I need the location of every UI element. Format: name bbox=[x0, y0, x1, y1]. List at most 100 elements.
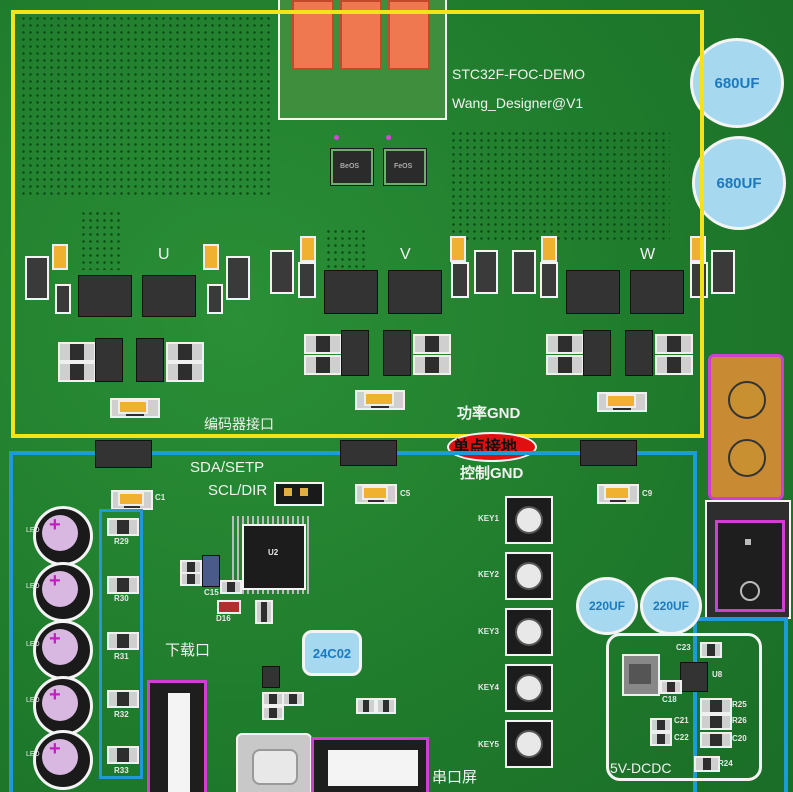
download-port-label: 下载口 bbox=[165, 642, 211, 659]
capacitor bbox=[700, 732, 732, 748]
capacitor bbox=[700, 642, 722, 658]
uart-screen-label: 串口屏 bbox=[432, 769, 478, 786]
control-gnd-label: 控制GND bbox=[460, 465, 524, 482]
resistor bbox=[25, 256, 49, 300]
motor-terminal-block bbox=[278, 0, 447, 120]
status-led: +LED bbox=[26, 506, 93, 566]
board-title: STC32F-FOC-DEMO bbox=[452, 66, 585, 82]
key1-button[interactable] bbox=[505, 496, 553, 544]
u8-designator: U8 bbox=[712, 670, 723, 679]
capacitor bbox=[220, 580, 242, 594]
capacitor bbox=[262, 706, 284, 720]
resistor bbox=[107, 690, 139, 708]
resistor bbox=[282, 692, 304, 706]
key4-button[interactable] bbox=[505, 664, 553, 712]
resistor bbox=[474, 250, 498, 294]
resistor bbox=[107, 518, 139, 536]
r29-designator: R29 bbox=[114, 537, 129, 546]
capacitor bbox=[604, 486, 630, 500]
mosfet bbox=[566, 270, 620, 314]
download-port-connector[interactable] bbox=[147, 680, 207, 792]
connector-housing bbox=[168, 693, 190, 792]
via-field bbox=[80, 210, 120, 270]
capacitor bbox=[413, 355, 451, 375]
resistor bbox=[540, 262, 558, 298]
key5-button[interactable] bbox=[505, 720, 553, 768]
via-field bbox=[450, 130, 670, 240]
key5-label: KEY5 bbox=[478, 740, 499, 749]
r33-designator: R33 bbox=[114, 766, 129, 775]
resistor bbox=[298, 262, 316, 298]
esd-chip bbox=[262, 666, 280, 688]
capacitor bbox=[118, 492, 144, 506]
current-sense-chip bbox=[580, 440, 637, 466]
mcu-body bbox=[242, 524, 306, 590]
c5-designator: C5 bbox=[400, 489, 411, 498]
capacitor bbox=[52, 244, 68, 270]
transistor bbox=[583, 330, 611, 376]
power-switch[interactable] bbox=[705, 500, 791, 619]
buck-converter-chip bbox=[680, 662, 708, 692]
encoder-chip bbox=[95, 440, 152, 468]
key1-label: KEY1 bbox=[478, 514, 499, 523]
single-point-ground-ring bbox=[447, 432, 537, 462]
capacitor bbox=[606, 394, 636, 408]
resistor bbox=[694, 756, 720, 772]
capacitor bbox=[118, 400, 148, 414]
capacitor bbox=[541, 236, 557, 262]
transistor bbox=[341, 330, 369, 376]
dcdc-zone-outline bbox=[606, 633, 762, 781]
switch-rocker[interactable] bbox=[715, 520, 785, 612]
designer-credit: Wang_Designer@V1 bbox=[452, 95, 584, 111]
r24-designator: R24 bbox=[718, 759, 733, 768]
usb-c-port[interactable] bbox=[236, 733, 312, 792]
chip-mark: FeOS bbox=[394, 163, 413, 170]
eeprom-label-bubble: 24C02 bbox=[302, 630, 362, 676]
resistor bbox=[451, 262, 469, 298]
bulk-capacitor: 680UF bbox=[690, 38, 784, 128]
key3-button[interactable] bbox=[505, 608, 553, 656]
inductor bbox=[622, 654, 660, 696]
resistor bbox=[700, 714, 732, 730]
capacitor bbox=[655, 334, 693, 354]
r32-designator: R32 bbox=[114, 710, 129, 719]
key2-label: KEY2 bbox=[478, 570, 499, 579]
capacitor bbox=[450, 236, 466, 262]
uart-screen-connector[interactable] bbox=[311, 737, 429, 792]
pin1-marker bbox=[334, 135, 339, 140]
capacitor bbox=[376, 698, 396, 714]
status-led: +LED bbox=[26, 730, 93, 790]
transistor bbox=[136, 338, 164, 382]
power-input-connector bbox=[708, 354, 784, 500]
scl-label: SCL/DIR bbox=[208, 482, 268, 499]
capacitor bbox=[203, 244, 219, 270]
capacitor bbox=[58, 342, 96, 362]
c15-designator: C15 bbox=[204, 588, 219, 597]
status-led: +LED bbox=[26, 676, 93, 736]
capacitor bbox=[650, 718, 672, 732]
transistor bbox=[625, 330, 653, 376]
bulk-capacitor: 680UF bbox=[692, 136, 786, 230]
d16-designator: D16 bbox=[216, 614, 231, 623]
filter-capacitor: 220UF bbox=[576, 577, 638, 635]
sda-scl-header[interactable] bbox=[274, 482, 324, 506]
c21-designator: C21 bbox=[674, 716, 689, 725]
header-pin bbox=[300, 488, 308, 496]
key2-button[interactable] bbox=[505, 552, 553, 600]
capacitor bbox=[166, 342, 204, 362]
capacitor bbox=[300, 236, 316, 262]
inductor-core bbox=[629, 664, 651, 684]
capacitor bbox=[413, 334, 451, 354]
usb-c-opening bbox=[252, 749, 298, 785]
via-field bbox=[20, 15, 270, 195]
switch-indicator bbox=[745, 539, 751, 545]
c9-designator: C9 bbox=[642, 489, 653, 498]
transistor bbox=[95, 338, 123, 382]
screw-hole bbox=[728, 439, 766, 477]
phase-v-label: V bbox=[400, 246, 411, 263]
resistor bbox=[226, 256, 250, 300]
connector-housing bbox=[328, 750, 418, 786]
capacitor bbox=[655, 355, 693, 375]
capacitor bbox=[304, 334, 342, 354]
